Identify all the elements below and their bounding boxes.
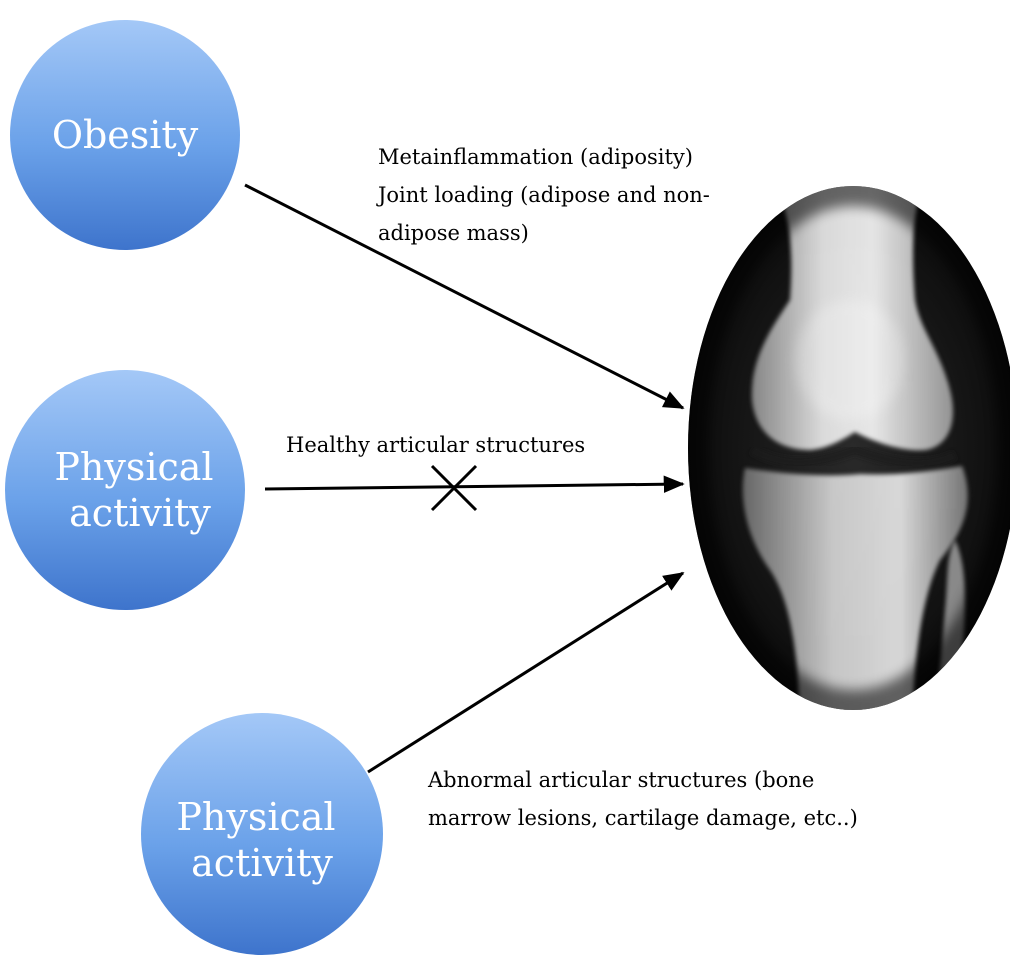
svg-text:Obesity: Obesity	[52, 113, 199, 157]
node-physical-activity-abnormal-line-2: activity	[191, 841, 333, 885]
edge-label-obesity: Metainflammation (adiposity) Joint loadi…	[376, 145, 717, 245]
node-physical-activity-healthy-line-2: activity	[69, 491, 211, 535]
edge-label-abnormal-line-1: Abnormal articular structures (bone	[427, 768, 814, 792]
edge-label-obesity-line-3: adipose mass)	[378, 221, 529, 245]
edge-healthy-to-knee-arrow	[265, 484, 683, 489]
edges-layer	[245, 185, 683, 772]
node-obesity-label: Obesity	[52, 113, 199, 157]
edge-label-healthy: Healthy articular structures	[286, 433, 585, 457]
knee-xray-image	[688, 180, 1010, 720]
node-physical-activity-healthy-line-1: Physical	[54, 445, 213, 489]
edge-label-abnormal-line-2: marrow lesions, cartilage damage, etc..)	[428, 806, 858, 830]
edge-label-obesity-line-1: Metainflammation (adiposity)	[378, 145, 693, 169]
edge-abnormal-to-knee-arrow	[368, 573, 683, 772]
edge-label-abnormal: Abnormal articular structures (bone marr…	[427, 768, 858, 830]
node-physical-activity-abnormal-line-1: Physical	[176, 795, 335, 839]
edge-label-obesity-line-2: Joint loading (adipose and non-	[376, 183, 710, 207]
edge-obesity-to-knee-arrow	[245, 185, 683, 408]
node-physical-activity-healthy: Physical activity	[5, 370, 245, 610]
node-obesity: Obesity	[10, 20, 240, 250]
node-physical-activity-abnormal: Physical activity	[141, 713, 383, 955]
edge-label-healthy-line-1: Healthy articular structures	[286, 433, 585, 457]
